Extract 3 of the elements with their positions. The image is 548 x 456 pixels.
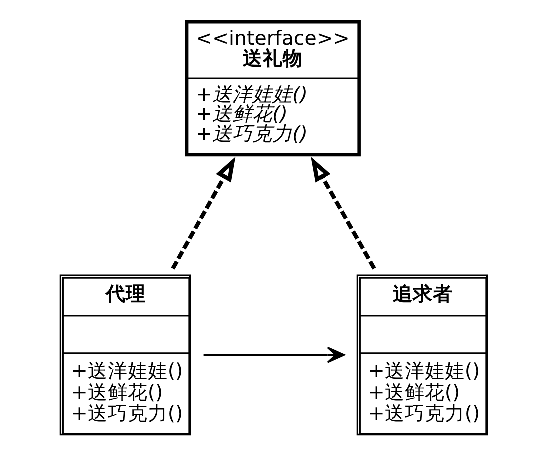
arrow (311, 157, 376, 270)
arrow (171, 157, 236, 270)
arrow (204, 346, 346, 364)
